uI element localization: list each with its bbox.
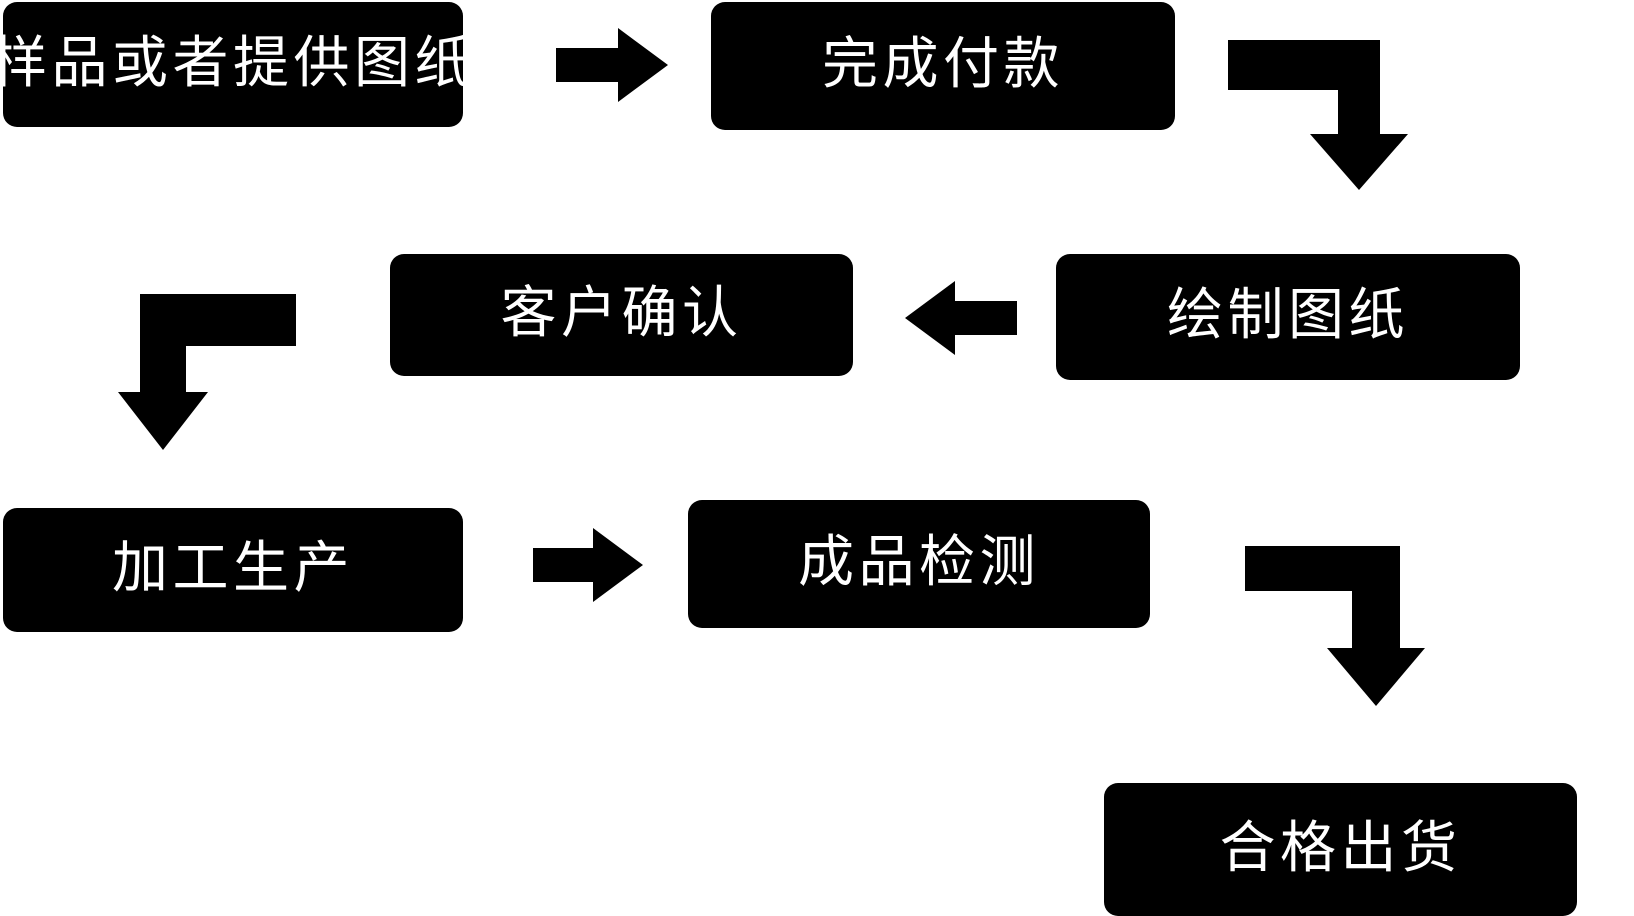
arrow-confirm-to-production	[118, 294, 296, 450]
node-label: 完成付款	[822, 32, 1064, 97]
node-sample-or-drawing[interactable]: 样品或者提供图纸	[0, 2, 470, 127]
arrow-inspection-to-shipment	[1245, 546, 1425, 706]
node-label: 绘制图纸	[1167, 283, 1409, 348]
node-label: 加工生产	[112, 536, 354, 601]
node-label: 成品检测	[798, 530, 1040, 595]
arrow-sample-to-payment	[556, 28, 668, 102]
node-complete-payment[interactable]: 完成付款	[711, 2, 1175, 130]
node-draw-drawings[interactable]: 绘制图纸	[1056, 254, 1520, 380]
node-label: 合格出货	[1219, 815, 1462, 881]
node-qualified-shipment[interactable]: 合格出货	[1104, 783, 1577, 916]
arrow-drawing-to-confirm	[905, 281, 1017, 355]
node-label: 样品或者提供图纸	[0, 30, 475, 96]
node-final-inspection[interactable]: 成品检测	[688, 500, 1150, 628]
node-production[interactable]: 加工生产	[3, 508, 463, 632]
node-customer-confirm[interactable]: 客户确认	[390, 254, 853, 376]
arrow-payment-to-drawing	[1228, 40, 1408, 190]
arrow-production-to-inspection	[533, 528, 643, 602]
node-label: 客户确认	[500, 281, 743, 346]
